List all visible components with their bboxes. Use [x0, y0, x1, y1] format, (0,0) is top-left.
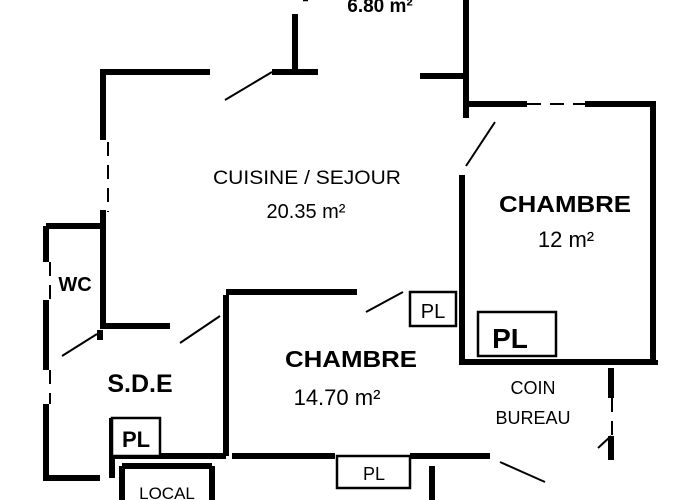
coin-bureau-line2: BUREAU — [495, 408, 570, 428]
chambre-right-name: CHAMBRE — [499, 191, 631, 217]
room-labels: CUISINE / SEJOUR 20.35 m² CHAMBRE 12 m² … — [58, 168, 631, 500]
closets: PL PL PL PL — [110, 290, 558, 490]
closet-right-big — [476, 310, 558, 358]
closet-sde — [110, 416, 162, 458]
walls — [43, 0, 658, 500]
local-label: LOCAL — [139, 484, 195, 500]
doors — [61, 71, 612, 483]
top-room-area-label: 6.80 m² — [347, 0, 412, 17]
cuisine-sejour-name: CUISINE / SEJOUR — [213, 168, 401, 189]
closet-bottom-label: PL — [363, 464, 385, 484]
coin-bureau-line1: COIN — [511, 378, 556, 398]
closet-center-small — [408, 290, 458, 328]
closet-right-big-label: PL — [492, 323, 528, 354]
cuisine-sejour-area: 20.35 m² — [267, 201, 346, 223]
chambre-right-area: 12 m² — [538, 227, 594, 252]
chambre-center-name: CHAMBRE — [285, 346, 417, 372]
closet-center-small-label: PL — [421, 301, 445, 323]
sde-label: S.D.E — [107, 370, 172, 398]
closet-sde-label: PL — [122, 427, 150, 452]
closet-bottom — [335, 454, 412, 490]
wc-label: WC — [58, 274, 91, 296]
chambre-center-area: 14.70 m² — [294, 385, 381, 410]
